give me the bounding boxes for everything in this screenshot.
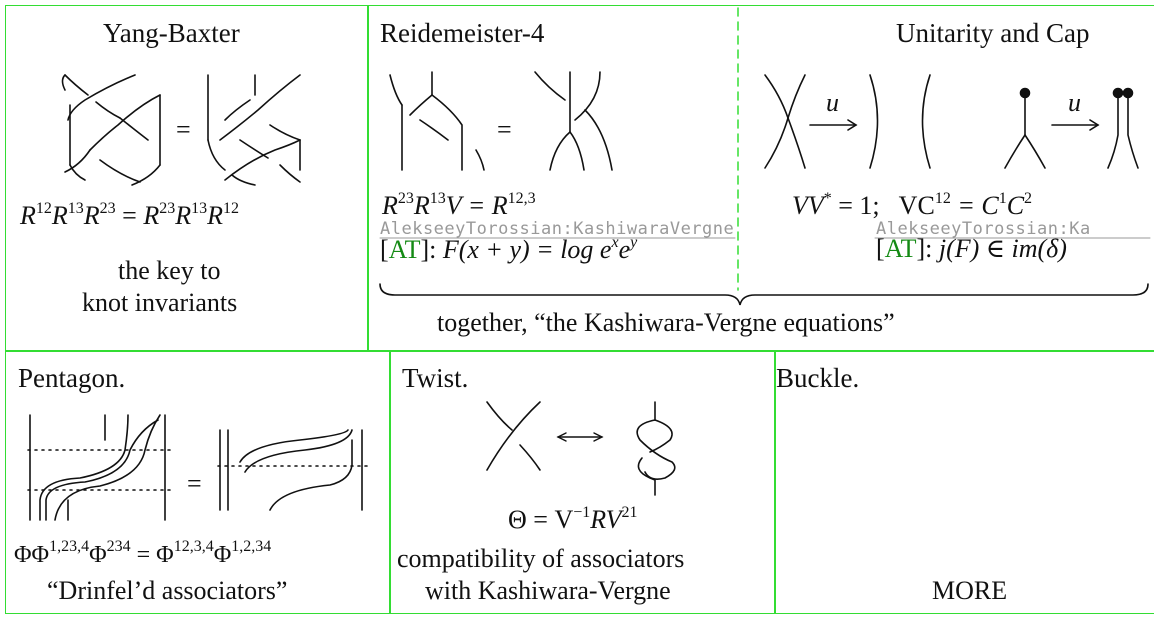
pentagon-left-diagram	[27, 414, 171, 521]
reidemeister4-reference: [AT]: F(x + y) = log exey	[380, 234, 638, 264]
kashiwara-vergne-caption: together, “the Kashiwara-Vergne equation…	[437, 308, 895, 337]
twist-equation: Θ = V−1RV21	[508, 504, 638, 534]
cell-pentagon	[5, 350, 391, 614]
svg-text:=: =	[497, 115, 512, 144]
twist-double-arrow	[556, 432, 604, 442]
yang-baxter-left-braid	[61, 74, 161, 186]
reidemeister4-watermark: AlekseeyTorossian:KashiwaraVergne	[380, 219, 735, 239]
pentagon-title: Pentagon.	[18, 363, 126, 393]
svg-text:=: =	[176, 115, 191, 144]
twist-title: Twist.	[402, 363, 469, 393]
reidemeister4-right-diagram	[534, 71, 613, 171]
unitarity-equation: VV* = 1; VC12 = C1C2	[792, 190, 1033, 220]
yang-baxter-equation: R12R13R23 = R23R13R12	[20, 200, 240, 230]
yang-baxter-right-braid	[207, 74, 301, 186]
buckle-title: Buckle.	[776, 363, 860, 393]
yang-baxter-title: Yang-Baxter	[103, 18, 240, 48]
twist-kink-diagram	[636, 401, 676, 496]
more-link[interactable]: MORE	[932, 576, 1008, 605]
unitarity-title: Unitarity and Cap	[896, 18, 1090, 48]
svg-text:=: =	[187, 469, 202, 498]
yang-baxter-caption-line1: the key to	[118, 256, 221, 285]
unitarity-vertex-diagram	[764, 74, 931, 169]
unitarity-cap-diagram	[1004, 87, 1139, 169]
twist-caption-line1: compatibility of associators	[397, 544, 685, 573]
reidemeister4-equation: R23R13V = R12,3	[382, 190, 536, 220]
unitarity-watermark: AlekseeyTorossian:Ka	[876, 219, 1091, 239]
unitarity-arrow-label-2: u	[1068, 88, 1081, 117]
pentagon-right-diagram	[217, 429, 369, 511]
pentagon-equation: ΦΦ1,23,4Φ234 = Φ12,3,4Φ1,2,34	[14, 538, 272, 568]
kashiwara-vergne-brace	[379, 283, 1149, 306]
yang-baxter-caption-line2: knot invariants	[82, 288, 238, 317]
cell-buckle	[774, 350, 1154, 614]
reidemeister4-left-diagram	[389, 71, 485, 171]
cell-twist	[389, 350, 776, 614]
pentagon-caption: “Drinfel’d associators”	[47, 576, 288, 605]
unitarity-arrow-label-1: u	[826, 88, 839, 117]
at-reference-link[interactable]: AT	[884, 234, 917, 263]
unitarity-reference: [AT]: j(F) ∈ im(δ)	[876, 234, 1067, 263]
cell-kashiwara-vergne	[367, 5, 1154, 352]
cell-yang-baxter	[5, 5, 369, 352]
twist-caption-line2: with Kashiwara-Vergne	[425, 576, 671, 605]
reidemeister4-title: Reidemeister-4	[380, 18, 545, 48]
at-reference-link[interactable]: AT	[388, 235, 421, 264]
twist-crossing-diagram	[486, 401, 541, 471]
